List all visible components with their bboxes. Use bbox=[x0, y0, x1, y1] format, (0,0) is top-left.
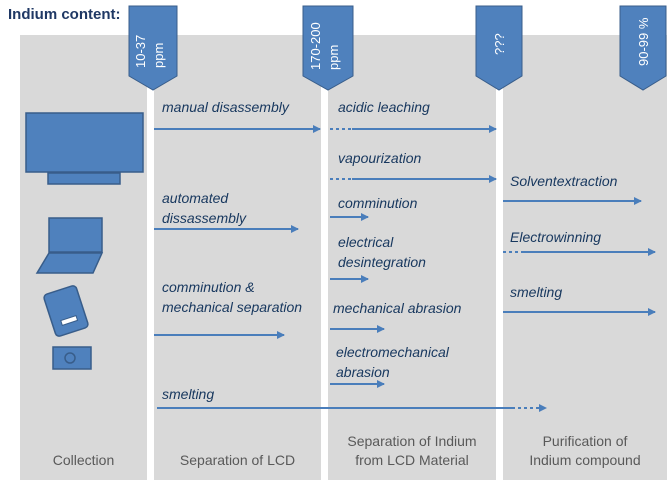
label-electrical-desintegration: electrical desintegration bbox=[338, 234, 426, 270]
column-label-purification: Purification of Indium compound bbox=[529, 433, 641, 468]
label-smelting-1: smelting bbox=[162, 386, 215, 402]
content-marker-2: 170-200 ppm bbox=[302, 5, 354, 91]
column-label-collection: Collection bbox=[52, 452, 115, 468]
column-separation-indium: Separation of Indium from LCD Material bbox=[328, 35, 496, 480]
camera-icon bbox=[52, 346, 92, 370]
label-automated-disassembly: automated dissassembly bbox=[162, 190, 247, 226]
content-marker-3: ??? bbox=[475, 5, 523, 91]
content-marker-1: 10-37 ppm bbox=[128, 5, 178, 91]
marker-text-3: ??? bbox=[492, 33, 507, 55]
label-acidic-leaching: acidic leaching bbox=[338, 99, 430, 115]
label-comminution: comminution bbox=[338, 195, 418, 211]
label-manual-disassembly: manual disassembly bbox=[162, 99, 289, 115]
marker-text-4: 90-99 % bbox=[636, 17, 651, 66]
marker-text-2b: ppm bbox=[326, 45, 341, 70]
marker-text-2a: 170-200 bbox=[308, 22, 323, 70]
monitor-icon bbox=[25, 112, 144, 185]
label-smelting-2: smelting bbox=[510, 284, 563, 300]
indium-content-title: Indium content: bbox=[8, 6, 121, 23]
marker-text-1a: 10-37 bbox=[133, 35, 148, 68]
column-label-separation-lcd: Separation of LCD bbox=[179, 452, 296, 468]
column-label-separation-indium: Separation of Indium from LCD Material bbox=[347, 433, 477, 468]
label-electromechanical-abrasion: electromechanical abrasion bbox=[336, 344, 449, 380]
column-purification: Purification of Indium compound bbox=[503, 35, 667, 480]
label-mechanical-abrasion: mechanical abrasion bbox=[333, 300, 462, 316]
marker-text-1b: ppm bbox=[151, 43, 166, 68]
label-electrowinning: Electrowinning bbox=[510, 229, 602, 245]
phone-icon bbox=[43, 285, 89, 337]
column-separation-lcd: Separation of LCD bbox=[154, 35, 321, 480]
laptop-icon bbox=[35, 217, 104, 274]
label-solventextraction: Solventextraction bbox=[510, 173, 618, 189]
label-comminution-mech-sep: comminution & mechanical separation bbox=[162, 279, 303, 315]
label-vapourization: vapourization bbox=[338, 150, 422, 166]
content-marker-4: 90-99 % bbox=[619, 5, 667, 91]
